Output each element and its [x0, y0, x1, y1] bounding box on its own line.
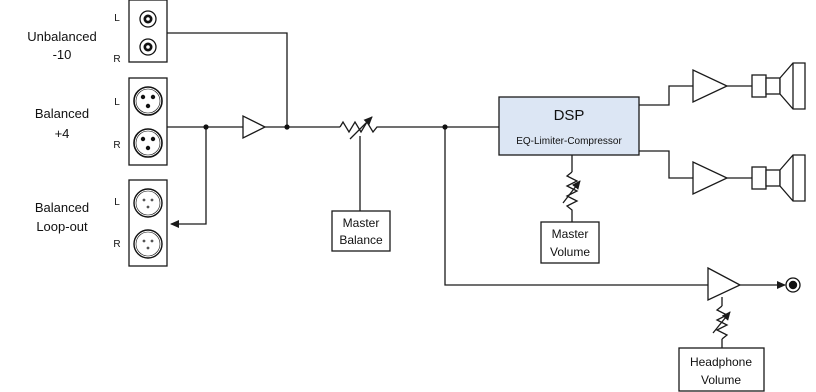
unbalanced-input-label: Unbalanced -10: [27, 29, 96, 62]
master-balance-line1: Master: [343, 216, 380, 230]
xlr-male-icon: [133, 188, 163, 218]
xlr-female-icon: [133, 86, 163, 116]
xlr-female-icon: [133, 128, 163, 158]
dsp-block: DSP EQ-Limiter-Compressor: [498, 96, 640, 156]
headphone-volume-line2: Volume: [701, 373, 741, 387]
speaker-icon: [751, 154, 806, 202]
master-volume-line1: Master: [552, 227, 589, 241]
unbalanced-left-label: L: [114, 13, 120, 24]
xlr-male-icon: [133, 229, 163, 259]
loop-out-right-label: R: [113, 239, 120, 250]
amplifier-icon: [692, 68, 729, 104]
junction-dot: [442, 124, 448, 130]
balanced-label-line1: Balanced: [35, 106, 89, 121]
amplifier-icon: [692, 160, 729, 196]
amplifier-icon: [242, 114, 267, 140]
loop-out-xlr-panel: [128, 179, 168, 267]
balanced-left-label: L: [114, 97, 120, 108]
signal-wires: [167, 32, 786, 348]
speaker-icon: [751, 62, 806, 110]
amplifier-icon: [707, 266, 742, 302]
master-balance-line2: Balance: [339, 233, 383, 247]
dsp-box: [498, 96, 640, 156]
balanced-right-label: R: [113, 140, 120, 151]
balanced-xlr-input-panel: [128, 77, 168, 166]
potentiometer-icon: [339, 116, 380, 140]
potentiometer-icon: [712, 305, 731, 340]
loop-out-left-label: L: [114, 197, 120, 208]
headphone-volume-line1: Headphone: [690, 355, 752, 369]
junction-dot: [203, 124, 209, 130]
loop-out-label-line1: Balanced: [35, 200, 89, 215]
headphone-volume-box: Headphone Volume: [678, 347, 765, 392]
unbalanced-label-line1: Unbalanced: [27, 29, 96, 44]
rca-jack-icon: [139, 38, 157, 56]
balanced-input-label: Balanced +4: [35, 106, 89, 141]
headphone-jack-icon: [785, 277, 801, 293]
rca-jack-icon: [139, 10, 157, 28]
master-balance-box: Master Balance: [331, 210, 391, 252]
loop-out-label-line2: Loop-out: [36, 219, 88, 234]
dsp-title: DSP: [554, 107, 585, 124]
loop-out-label: Balanced Loop-out: [35, 200, 89, 234]
junction-dots: [203, 124, 448, 130]
unbalanced-label-line2: -10: [53, 47, 72, 62]
potentiometer-icon: [562, 171, 581, 212]
rca-input-panel: [128, 0, 168, 63]
master-volume-box: Master Volume: [540, 221, 600, 264]
dsp-subtitle: EQ-Limiter-Compressor: [516, 136, 622, 147]
master-volume-line2: Volume: [550, 245, 590, 259]
junction-dot: [284, 124, 290, 130]
unbalanced-right-label: R: [113, 54, 120, 65]
balanced-label-line2: +4: [55, 126, 70, 141]
